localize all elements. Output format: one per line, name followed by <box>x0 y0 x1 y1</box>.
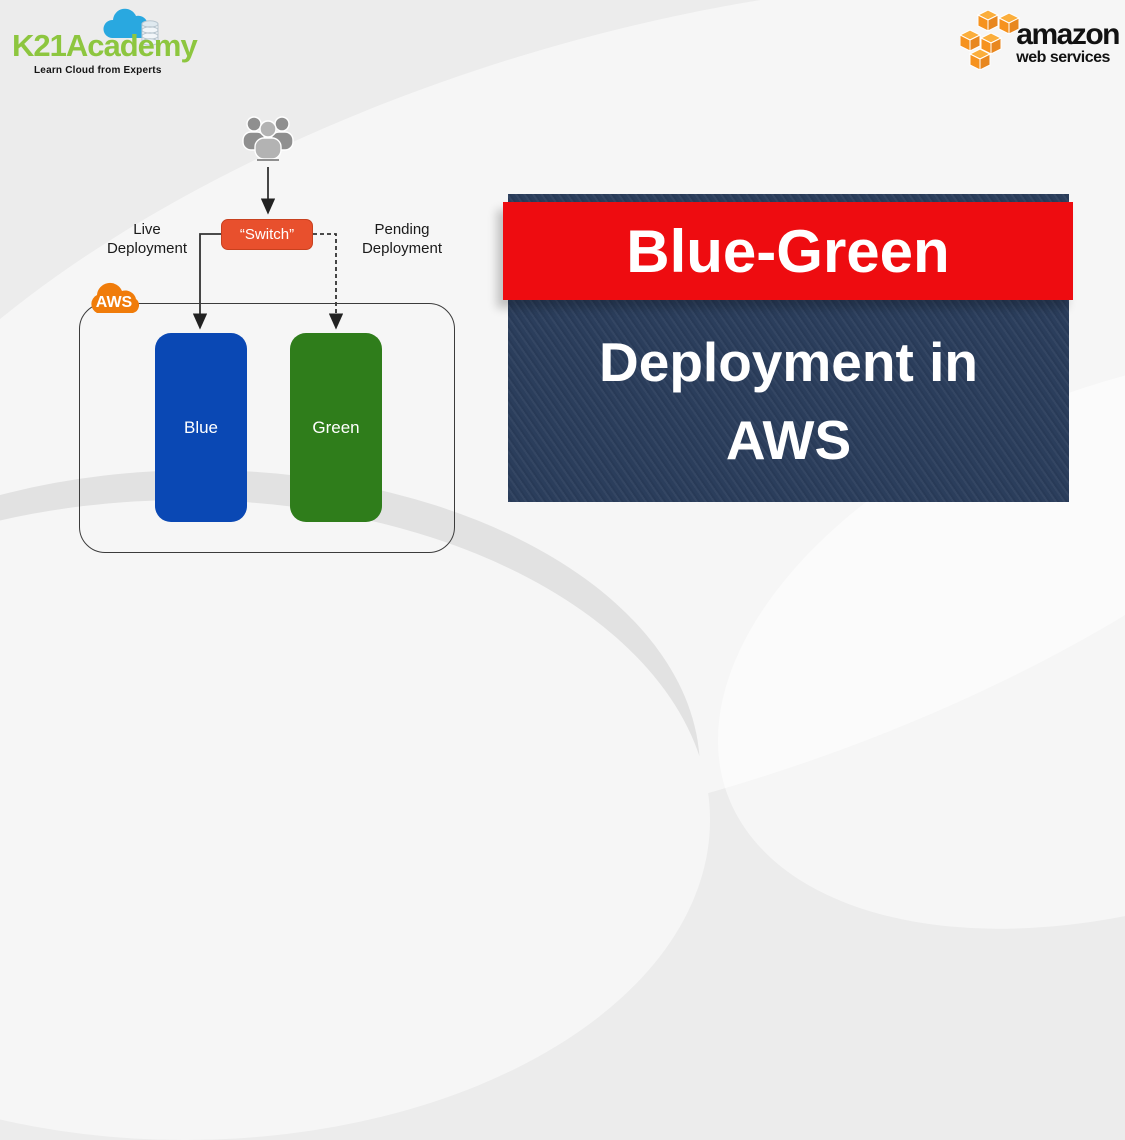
title-line1: Blue-Green <box>626 217 950 285</box>
amazon-web-services-label: web services <box>1016 49 1110 66</box>
aws-cubes-icon <box>959 9 1022 75</box>
users-group-icon <box>240 113 296 170</box>
green-environment-label: Green <box>312 417 360 437</box>
aws-cloud-icon: AWS <box>83 279 149 322</box>
green-environment-box: Green <box>290 333 382 522</box>
aws-boundary-box <box>79 303 455 553</box>
amazon-wordmark: amazon <box>1016 18 1120 51</box>
switch-label: “Switch” <box>239 226 295 243</box>
k21academy-logo: K21Academy Learn Cloud from Experts <box>12 6 198 76</box>
amazon-web-services-logo: amazon web services <box>959 8 1120 75</box>
blue-environment-label: Blue <box>183 417 219 437</box>
k21academy-tagline: Learn Cloud from Experts <box>34 65 162 76</box>
title-line2: Deployment in <box>599 330 978 393</box>
title-navy-text: Deployment in AWS <box>508 300 1069 502</box>
switch-box: “Switch” <box>221 219 313 250</box>
aws-cloud-label: AWS <box>96 294 133 311</box>
background-wave-gray <box>0 470 700 1070</box>
blue-environment-box: Blue <box>155 333 247 522</box>
k21academy-wordmark: K21Academy <box>12 28 198 63</box>
title-red-banner: Blue-Green <box>503 202 1073 300</box>
title-line3: AWS <box>725 409 852 471</box>
live-deployment-label: Live Deployment <box>106 221 188 257</box>
pending-deployment-label: Pending Deployment <box>361 221 443 257</box>
background-wave-white <box>0 500 710 1140</box>
